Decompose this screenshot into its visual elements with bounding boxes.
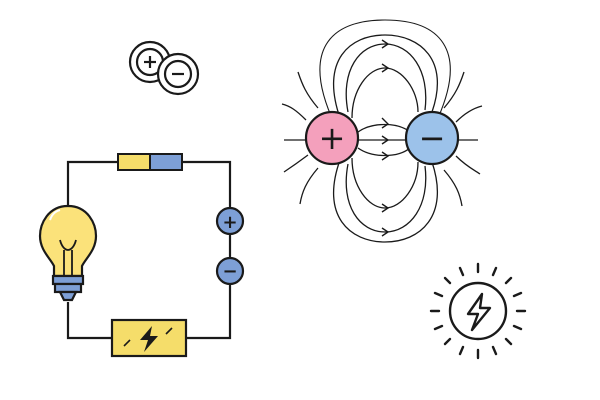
negative-charge-symbol: − [419,119,446,157]
negative-charge: − [404,110,460,166]
positive-charge: + [304,110,360,166]
charges-icon [128,40,200,96]
negative-terminal-symbol: − [222,261,237,282]
power-source [110,318,188,358]
dipole-field-lines [281,19,483,243]
positive-terminal-symbol: + [222,212,237,233]
electric-circuit: + − [38,153,245,358]
light-bulb-icon [38,204,98,302]
negative-coin [156,52,200,96]
circuit-wires [66,160,232,340]
negative-terminal: − [215,256,245,286]
energy-bolt-icon [429,262,527,360]
resistor [117,153,183,171]
positive-charge-symbol: + [319,119,346,157]
positive-terminal: + [215,206,245,236]
lightning-bolt-icon [140,326,158,352]
